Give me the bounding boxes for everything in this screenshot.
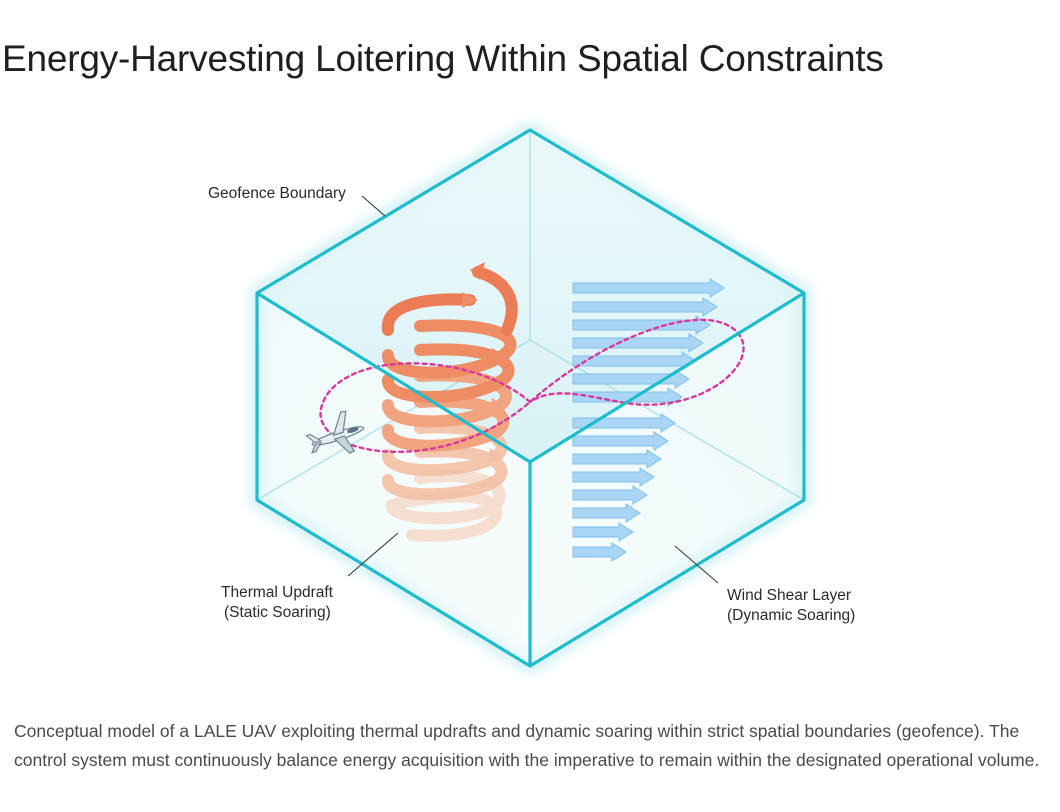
thermal-spiral: [381, 262, 518, 542]
wind-arrow: [572, 542, 627, 562]
flight-path: [319, 318, 745, 454]
wind-arrow: [572, 503, 641, 523]
cube-right-face: [530, 293, 804, 666]
wind-arrow: [572, 485, 648, 505]
wind-arrow: [572, 431, 669, 451]
wind-arrow: [572, 278, 725, 298]
cube-front-edges: [255, 128, 806, 668]
windshear-leader-line: [674, 545, 719, 584]
wind-arrow: [572, 522, 634, 542]
wind-arrow: [572, 333, 704, 353]
wind-arrow: [572, 449, 662, 469]
geofence-diagram: Geofence Boundary Thermal Updraft (Stati…: [0, 110, 1060, 700]
wind-arrow: [572, 467, 655, 487]
dynamic-soaring-label: (Dynamic Soaring): [727, 607, 855, 624]
static-soaring-label: (Static Soaring): [224, 604, 331, 621]
geofence-leader-line: [361, 195, 386, 217]
glider-uav-icon: [305, 410, 365, 454]
thermal-leader-line: [347, 532, 399, 577]
wind-shear-label: Wind Shear Layer: [727, 587, 851, 604]
thermal-updraft-label: Thermal Updraft: [221, 584, 334, 601]
wind-arrow: [572, 297, 718, 317]
page-title: Energy-Harvesting Loitering Within Spati…: [2, 38, 884, 79]
geofence-boundary-label: Geofence Boundary: [208, 185, 346, 202]
figure-caption: Conceptual model of a LALE UAV exploitin…: [14, 721, 1040, 770]
leader-lines: [347, 195, 719, 584]
